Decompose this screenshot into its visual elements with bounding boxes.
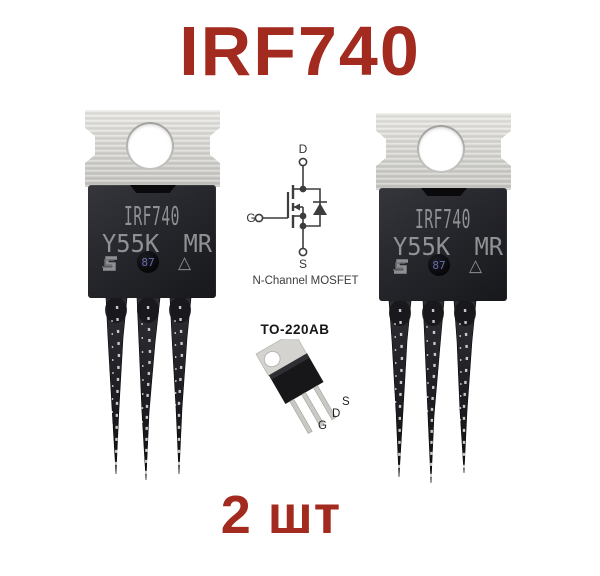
package-drawing-icon xyxy=(255,339,337,434)
package-drain-label: D xyxy=(332,408,341,420)
package-source-label: S xyxy=(342,396,350,408)
marking-suffix: MR xyxy=(474,232,503,261)
package-outline-block: TO-220AB G D S xyxy=(230,322,375,440)
package-gate-label: G xyxy=(318,420,327,432)
transistor-right: IRF740 Y55K MR 87 △ xyxy=(366,108,516,498)
marking-suffix: MR xyxy=(183,229,212,258)
quantity-label: 2 шт xyxy=(220,485,342,545)
schematic-gate-label: G xyxy=(246,211,256,225)
transistor-left: IRF740 Y55K MR 87 △ xyxy=(75,105,225,495)
marking-part-number: IRF740 xyxy=(415,205,471,235)
mounting-hole xyxy=(417,125,465,173)
manufacturer-logo-icon xyxy=(102,256,117,271)
mounting-hole xyxy=(126,122,174,170)
molded-body: IRF740 Y55K MR 87 △ xyxy=(88,185,216,298)
schematic-source-label: S xyxy=(298,257,307,271)
schematic-caption: N-Channel MOSFET xyxy=(252,275,359,287)
date-code: 87 xyxy=(141,255,155,269)
product-title: IRF740 xyxy=(179,12,421,90)
triangle-mark-icon: △ xyxy=(178,253,192,272)
date-code: 87 xyxy=(432,258,446,272)
triangle-mark-icon: △ xyxy=(469,256,483,275)
mold-notch xyxy=(421,188,467,196)
mosfet-schematic: D G S N-Channel MOSFET xyxy=(243,138,368,298)
date-code-badge: 87 xyxy=(428,254,450,276)
leads-icon xyxy=(388,301,477,484)
molded-body: IRF740 Y55K MR 87 △ xyxy=(379,188,507,301)
marking-row: Y55K MR xyxy=(102,231,212,256)
leads-icon xyxy=(105,298,192,481)
mosfet-symbol-icon xyxy=(254,157,327,257)
schematic-drain-label: D xyxy=(298,142,308,156)
package-name: TO-220AB xyxy=(260,322,330,337)
manufacturer-logo-icon xyxy=(393,259,408,274)
marking-part-number: IRF740 xyxy=(124,202,180,232)
date-code-badge: 87 xyxy=(137,251,159,273)
mold-notch xyxy=(130,185,176,193)
